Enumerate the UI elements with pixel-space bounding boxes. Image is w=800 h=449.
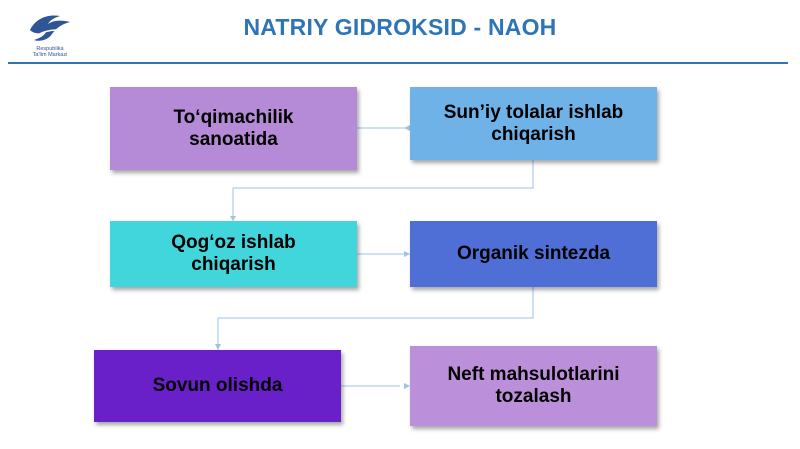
logo-line-1: Respublika [36, 46, 64, 52]
header-divider [8, 62, 788, 64]
arrowhead-3-4 [404, 251, 410, 257]
box-textile-industry: To‘qimachilik sanoatida [110, 87, 357, 170]
box-paper-production: Qog‘oz ishlab chiqarish [110, 221, 357, 287]
logo-line-2: Ta'lim Markazi [32, 52, 68, 58]
arrowhead-1-2 [404, 125, 410, 131]
arrowhead-2-3 [230, 216, 236, 221]
box-soap-production: Sovun olishda [94, 350, 341, 422]
box-petroleum-refining: Neft mahsulotlarini tozalash [410, 346, 657, 426]
box-label: Qog‘oz ishlab chiqarish [171, 232, 296, 275]
connector-4-5 [217, 287, 534, 350]
connector-2-3 [232, 160, 534, 221]
logo: Respublika Ta'lim Markazi [10, 8, 90, 64]
box-label: Organik sintezda [456, 243, 611, 264]
box-label: To‘qimachilik sanoatida [173, 106, 294, 150]
box-label: Neft mahsulotlarini tozalash [447, 364, 620, 407]
box-artificial-fibers: Sun’iy tolalar ishlab chiqarish [410, 87, 657, 160]
box-label: Sovun olishda [152, 375, 283, 396]
arrowhead-5-6 [404, 383, 410, 389]
logo-text: Respublika Ta'lim Markazi [10, 46, 90, 58]
box-organic-synthesis: Organik sintezda [410, 221, 657, 287]
arrowhead-4-5 [215, 344, 221, 350]
page-title: NATRIY GIDROKSID - NAOH [243, 14, 557, 40]
box-label: Sun’iy tolalar ishlab chiqarish [443, 101, 624, 145]
dove-icon [30, 15, 70, 41]
